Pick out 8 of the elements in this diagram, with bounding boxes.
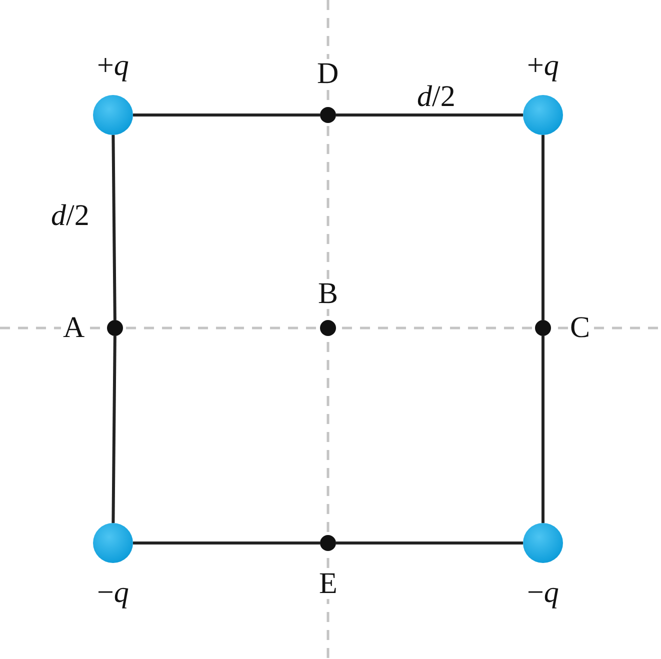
square-side [133, 114, 320, 116]
square-side [542, 336, 544, 523]
square-side [112, 134, 116, 320]
square-side [336, 114, 523, 116]
square-side [336, 542, 523, 544]
square-side [542, 135, 544, 320]
square-side [112, 336, 116, 524]
square-side [133, 542, 320, 544]
